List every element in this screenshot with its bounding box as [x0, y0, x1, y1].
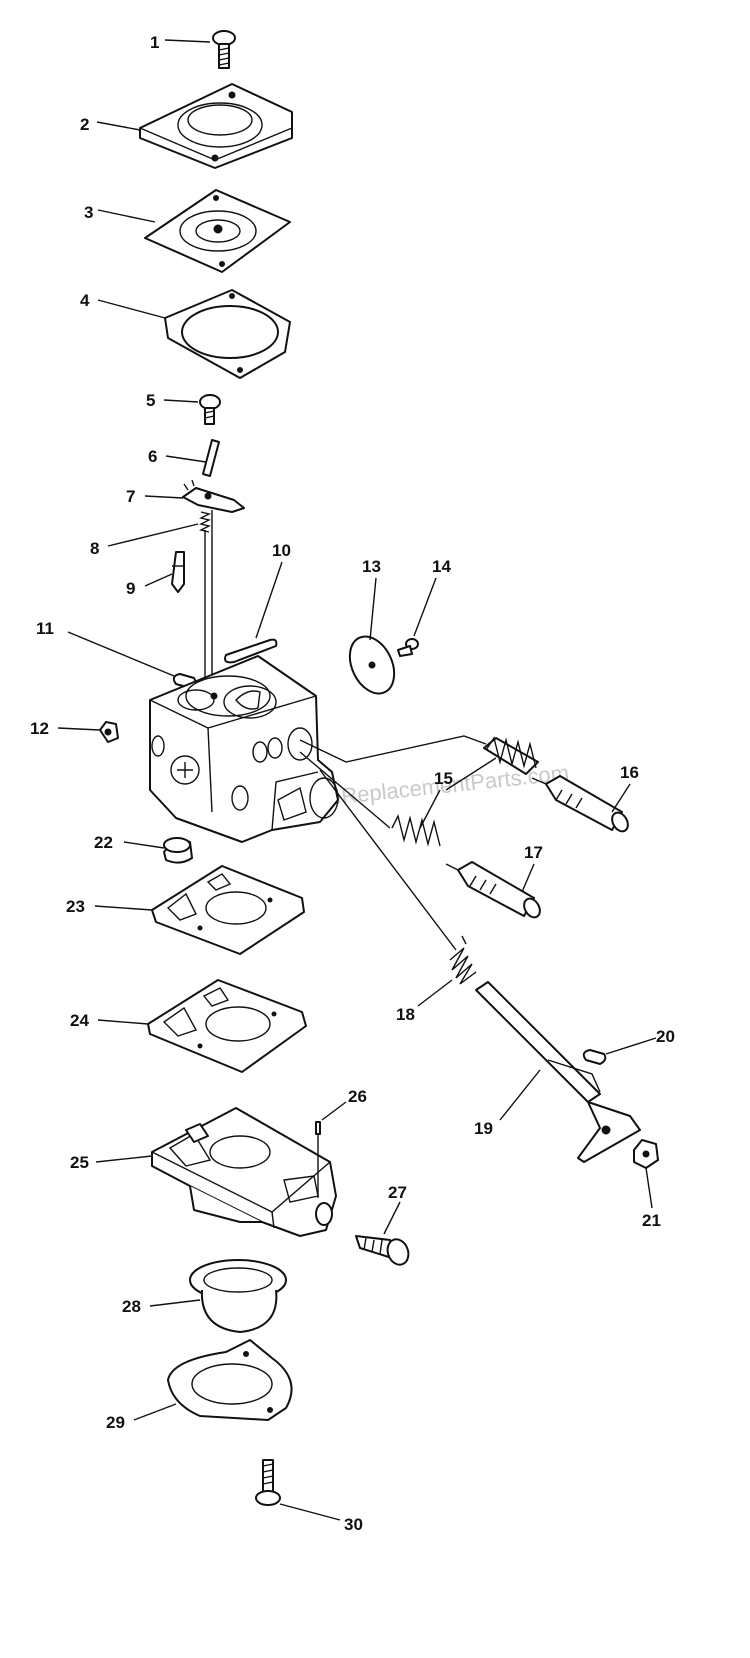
- callout-19: 19: [474, 1119, 493, 1138]
- callout-16: 16: [620, 763, 639, 782]
- callout-26: 26: [348, 1087, 367, 1106]
- part-2-pump-cover: [139, 83, 293, 169]
- leader-17: [521, 863, 535, 893]
- part-23-gasket: [151, 865, 305, 955]
- callout-12: 12: [30, 719, 49, 738]
- leader-27: [383, 1201, 401, 1235]
- callout-24: 24: [70, 1011, 89, 1030]
- part-13-throttle-plate: [348, 635, 396, 695]
- callout-3: 3: [84, 203, 93, 222]
- leader-18: [417, 979, 453, 1007]
- leader-4: [97, 299, 166, 319]
- callout-22: 22: [94, 833, 113, 852]
- part-9-inlet-needle: [171, 551, 185, 593]
- part-10-seal: [224, 638, 278, 664]
- leader-29: [133, 1403, 177, 1421]
- leader-1: [164, 39, 211, 43]
- part-8-spring: [198, 511, 212, 533]
- callout-23: 23: [66, 897, 85, 916]
- part-1-screw: [212, 30, 236, 69]
- callout-29: 29: [106, 1413, 125, 1432]
- callout-18: 18: [396, 1005, 415, 1024]
- leader-30: [279, 1503, 341, 1521]
- callout-21: 21: [642, 1211, 661, 1230]
- part-3-pump-diaphragm: [144, 189, 291, 273]
- part-14-screw: [397, 638, 419, 657]
- leader-10: [255, 561, 283, 639]
- callout-15: 15: [434, 769, 453, 788]
- part-carburetor-body: [149, 655, 339, 843]
- callout-25: 25: [70, 1153, 89, 1172]
- leader-6: [165, 455, 207, 463]
- part-28-primer-bulb: [189, 1259, 287, 1333]
- callout-8: 8: [90, 539, 99, 558]
- callout-2: 2: [80, 115, 89, 134]
- leader-2: [96, 121, 141, 131]
- leader-14: [413, 577, 437, 637]
- callout-30: 30: [344, 1515, 363, 1534]
- callout-11: 11: [36, 619, 54, 638]
- leader-25: [95, 1155, 153, 1163]
- leader-7: [144, 495, 184, 499]
- part-17-mixture-needle: [445, 861, 541, 919]
- leader-23: [94, 905, 153, 911]
- leader-13: [369, 577, 377, 641]
- alignment-line: [299, 735, 487, 763]
- part-4-gasket: [164, 289, 291, 379]
- callout-9: 9: [126, 579, 135, 598]
- callout-13: 13: [362, 557, 381, 576]
- leader-28: [149, 1299, 201, 1307]
- leader-22: [123, 841, 165, 849]
- leader-20: [605, 1037, 657, 1055]
- part-26-pin: [315, 1121, 321, 1135]
- leader-12: [57, 727, 101, 731]
- alignment-line: [319, 769, 457, 951]
- callout-7: 7: [126, 487, 135, 506]
- callout-6: 6: [148, 447, 157, 466]
- part-24-gasket: [147, 979, 307, 1073]
- leader-24: [97, 1019, 149, 1025]
- part-15-spring-lower: [391, 813, 441, 847]
- leader-5: [163, 399, 199, 403]
- callout-10: 10: [272, 541, 291, 560]
- callout-17: 17: [524, 843, 543, 862]
- part-19-throttle-shaft: [475, 981, 641, 1163]
- leader-3: [97, 209, 156, 223]
- leader-9: [144, 573, 173, 587]
- alignment-line: [299, 751, 391, 829]
- part-15-spring-upper: [483, 736, 539, 775]
- leader-26: [321, 1101, 347, 1121]
- callout-27: 27: [388, 1183, 407, 1202]
- callout-14: 14: [432, 557, 451, 576]
- callout-5: 5: [146, 391, 155, 410]
- part-18-spring: [449, 935, 477, 985]
- part-27-screw: [355, 1235, 410, 1266]
- leader-16: [611, 783, 631, 813]
- part-5-screw: [199, 394, 221, 425]
- callout-28: 28: [122, 1297, 141, 1316]
- leader-15: [445, 757, 497, 791]
- part-22-cap: [163, 837, 193, 864]
- part-6-pin: [202, 439, 220, 477]
- leader-21: [645, 1167, 653, 1209]
- part-21-nut: [633, 1139, 659, 1169]
- part-25-pump-body: [151, 1107, 337, 1237]
- callout-20: 20: [656, 1027, 675, 1046]
- leader-19: [499, 1069, 541, 1121]
- part-20-clip: [582, 1049, 607, 1065]
- leader-15: [419, 789, 441, 829]
- part-12-plug: [99, 721, 119, 743]
- part-16-mixture-needle: [531, 775, 629, 833]
- callout-1: 1: [150, 33, 159, 52]
- leader-11: [67, 631, 175, 677]
- part-7-metering-lever: [182, 479, 245, 513]
- callout-4: 4: [80, 291, 90, 310]
- part-30-screw: [255, 1459, 281, 1506]
- leader-8: [107, 523, 199, 547]
- part-29-retainer-plate: [167, 1339, 293, 1421]
